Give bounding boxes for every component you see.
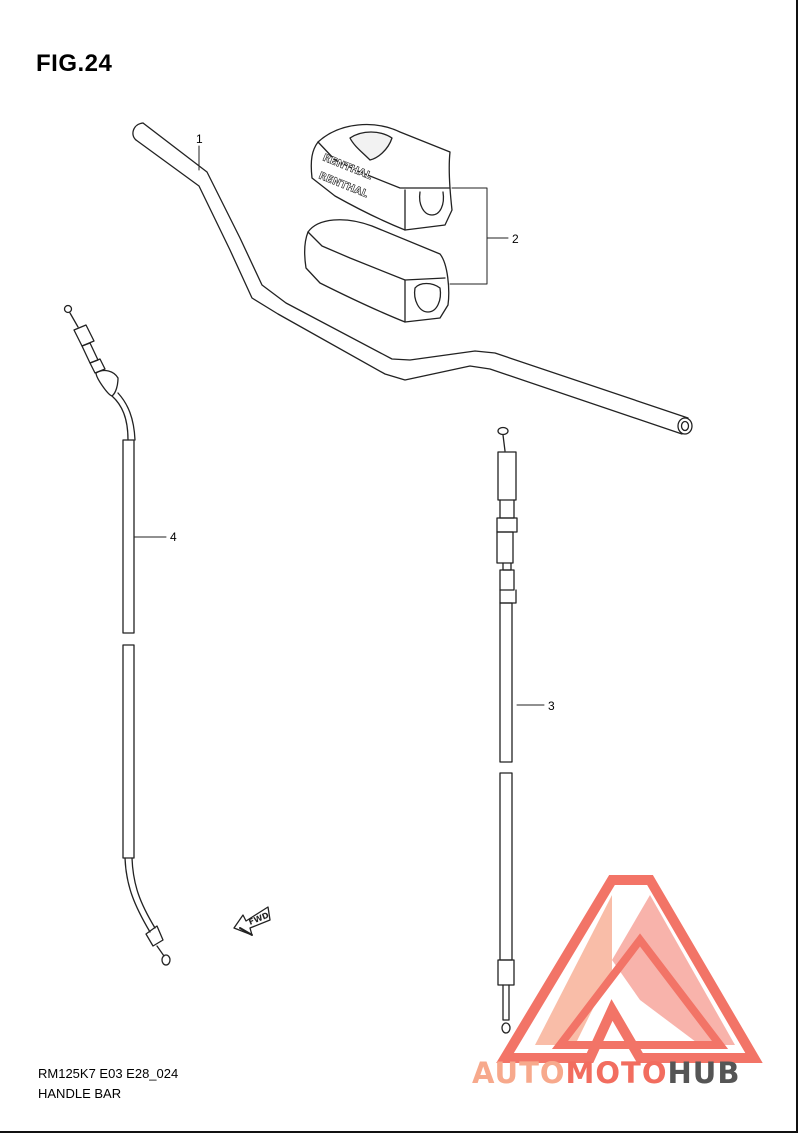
model-code: RM125K7 E03 E28_024 xyxy=(38,1066,179,1081)
watermark-logo-icon xyxy=(496,875,763,1063)
part-group-name: HANDLE BAR xyxy=(38,1086,122,1101)
callout-3: 3 xyxy=(548,699,555,713)
handlebar-part xyxy=(132,122,693,435)
watermark-brand: AUTOMOTOHUB xyxy=(472,1056,740,1090)
callout-2: 2 xyxy=(512,232,519,246)
throttle-cable-part xyxy=(496,426,518,1034)
figure-title: FIG.24 xyxy=(36,50,113,77)
clutch-cable-part xyxy=(63,304,171,966)
callout-1: 1 xyxy=(196,132,203,146)
callout-4: 4 xyxy=(170,530,177,544)
watermark-text-moto: MOTO xyxy=(565,1056,668,1090)
watermark-text-hub: HUB xyxy=(667,1056,741,1090)
watermark-text-auto: AUTO xyxy=(472,1056,566,1090)
bar-pad-foam xyxy=(304,219,450,323)
fwd-arrow-icon xyxy=(233,906,271,936)
bar-pad-cover xyxy=(310,123,453,231)
